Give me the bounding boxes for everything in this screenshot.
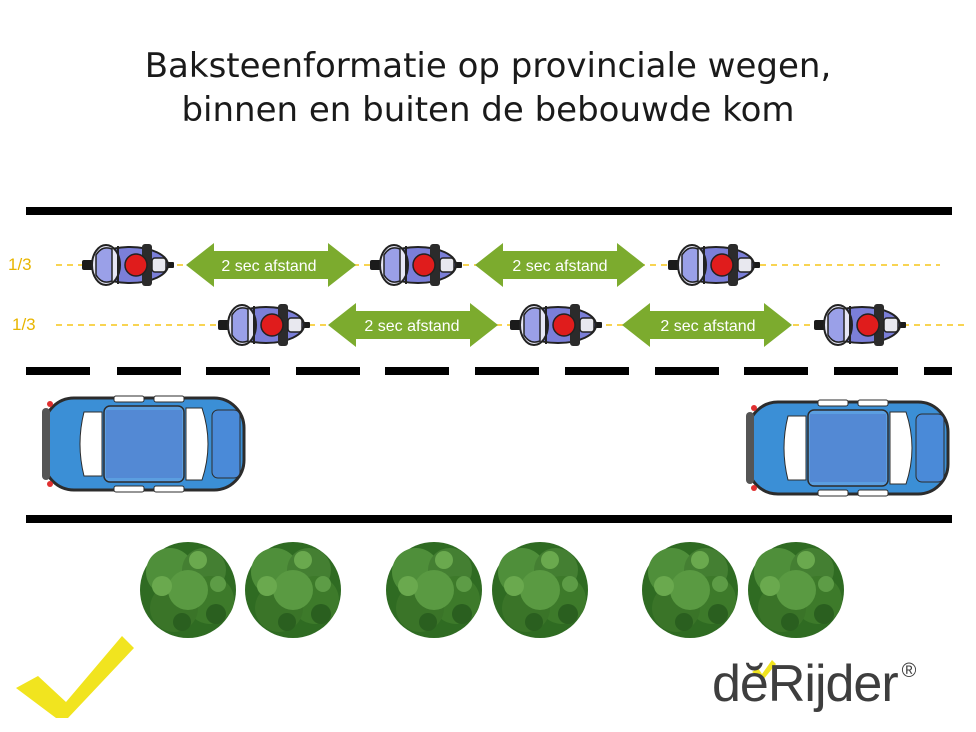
title-line-2: binnen en buiten de bebouwde kom	[181, 90, 795, 130]
motorcycle-icon	[813, 303, 907, 347]
tree-icon	[642, 542, 738, 638]
distance-label: 2 sec afstand	[221, 258, 316, 275]
logo-icon: dĕRijder®	[712, 654, 917, 714]
checkmark-icon	[16, 636, 134, 718]
car-icon	[40, 394, 246, 494]
distance-label: 2 sec afstand	[364, 318, 459, 335]
road-edge-top	[26, 207, 952, 215]
motorcycle-icon	[217, 303, 311, 347]
motorcycle-icon	[81, 243, 175, 287]
tree-icon	[492, 542, 588, 638]
registered-mark: ®	[901, 660, 917, 682]
lane-label-top: 1/3	[8, 255, 32, 274]
tree-icon	[386, 542, 482, 638]
car-icon	[744, 398, 950, 498]
tree-icon	[140, 542, 236, 638]
tree-icon	[245, 542, 341, 638]
road-edge-bottom	[26, 515, 952, 523]
logo-accent-icon	[752, 660, 776, 680]
motorcycle-icon	[509, 303, 603, 347]
motorcycle-icon	[667, 243, 761, 287]
title-line-1: Baksteenformatie op provinciale wegen,	[144, 46, 832, 86]
page-title: Baksteenformatie op provinciale wegen, b…	[0, 44, 976, 132]
distance-label: 2 sec afstand	[512, 258, 607, 275]
center-dashed-line	[26, 367, 952, 375]
lane-label-bottom: 1/3	[12, 315, 36, 334]
motorcycle-icon	[369, 243, 463, 287]
logo-text: dĕRijder	[712, 655, 899, 713]
distance-label: 2 sec afstand	[660, 318, 755, 335]
tree-icon	[748, 542, 844, 638]
